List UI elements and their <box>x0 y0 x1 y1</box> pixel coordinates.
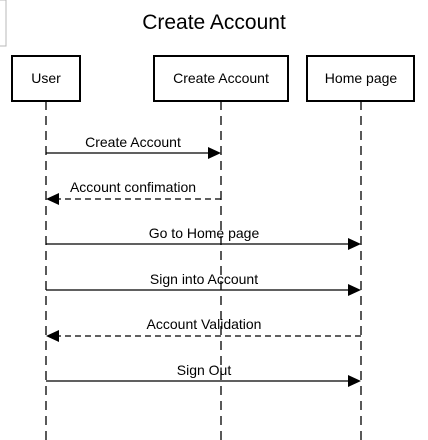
participant-box-create-account <box>153 55 289 102</box>
participant-user: User <box>11 55 81 102</box>
message-label: Sign Out <box>177 362 232 378</box>
message-label: Account confimation <box>70 179 196 195</box>
arrowhead-icon <box>348 375 361 387</box>
participant-box-user <box>11 55 81 102</box>
arrowhead-icon <box>46 193 59 205</box>
message-sign-out: Sign Out <box>46 362 361 387</box>
lifelines <box>45 101 362 440</box>
arrowhead-icon <box>46 330 59 342</box>
message-label: Account Validation <box>147 316 262 332</box>
arrowhead-icon <box>348 284 361 296</box>
participant-label-home-page: Home page <box>325 70 398 86</box>
message-go-to-home-page: Go to Home page <box>46 225 361 250</box>
message-account-confirmation: Account confimation <box>46 179 221 205</box>
diagram-title: Create Account <box>142 11 286 34</box>
participant-label-user: User <box>31 70 61 86</box>
message-label: Create Account <box>85 134 181 150</box>
message-account-validation: Account Validation <box>46 316 361 342</box>
participant-box-home-page <box>306 55 415 102</box>
arrowhead-icon <box>208 147 221 159</box>
message-create-account: Create Account <box>46 134 221 159</box>
message-label: Sign into Account <box>150 271 258 287</box>
message-sign-into-account: Sign into Account <box>46 271 361 296</box>
participant-create-account: Create Account <box>153 55 289 102</box>
participant-label-create-account: Create Account <box>173 70 269 86</box>
message-label: Go to Home page <box>149 225 260 241</box>
participant-home-page: Home page <box>306 55 415 102</box>
corner-fragment <box>0 0 7 47</box>
arrowhead-icon <box>348 238 361 250</box>
